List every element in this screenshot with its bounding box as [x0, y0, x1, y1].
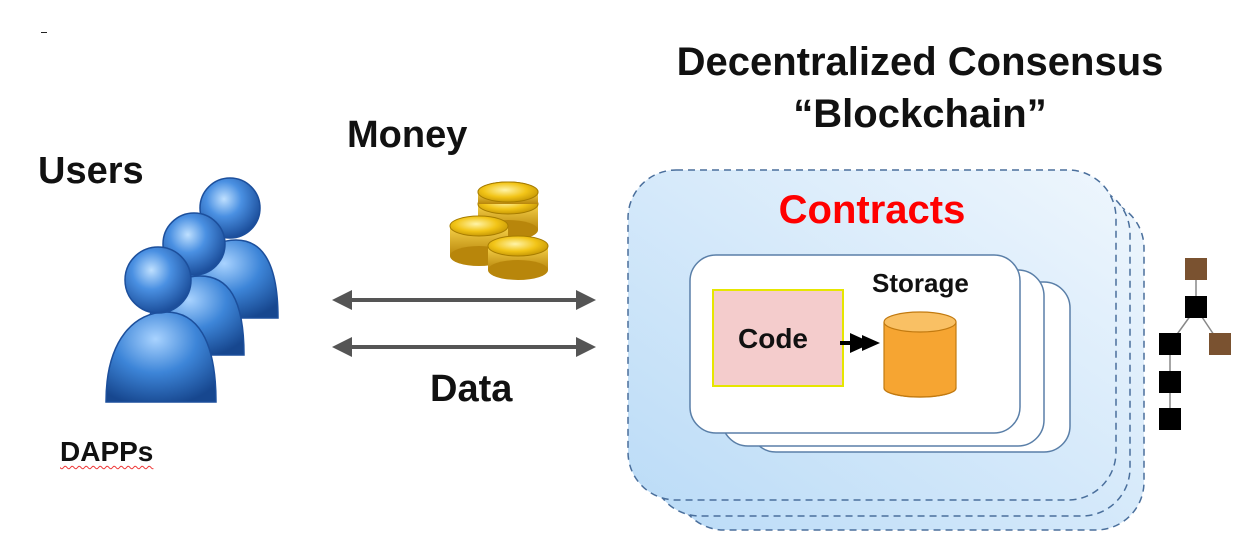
contracts-title: Contracts: [778, 188, 966, 232]
chain-tree-icon: [1159, 258, 1231, 430]
stray-dash: [41, 32, 47, 33]
chain-block-black: [1159, 333, 1181, 355]
data-label: Data: [430, 368, 513, 410]
code-label: Code: [738, 323, 808, 354]
users-icon: [105, 177, 279, 403]
diagram-title-line2: “Blockchain”: [793, 92, 1047, 136]
money-label: Money: [347, 114, 468, 156]
chain-block-black: [1159, 408, 1181, 430]
storage-cylinder-icon: [883, 311, 957, 398]
coins-icon: [449, 181, 549, 280]
diagram-title-line1: Decentralized Consensus: [676, 40, 1164, 84]
chain-block-brown-top: [1185, 258, 1207, 280]
money-arrow: [332, 290, 596, 310]
user-figure-front: [105, 246, 217, 403]
users-label: Users: [38, 150, 144, 192]
storage-label: Storage: [872, 268, 969, 298]
dapps-caption: DAPPs: [60, 436, 154, 467]
code-box: [712, 289, 844, 387]
data-arrow: [332, 337, 596, 357]
chain-block-black: [1185, 296, 1207, 318]
chain-block-black: [1159, 371, 1181, 393]
coin-stack-front: [487, 235, 549, 280]
code-to-storage-arrow: [840, 333, 880, 353]
chain-block-brown-side: [1209, 333, 1231, 355]
